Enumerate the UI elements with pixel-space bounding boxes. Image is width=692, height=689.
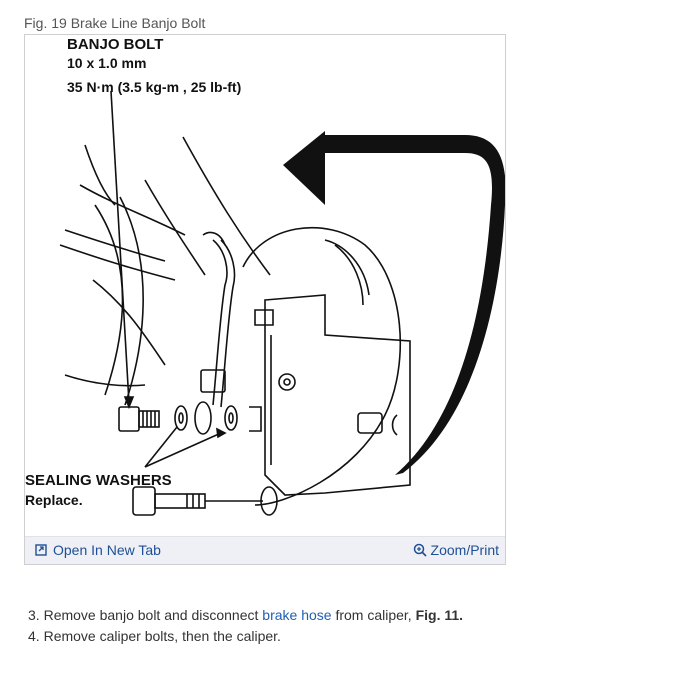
step-3: 3. Remove banjo bolt and disconnect brak… <box>28 605 463 626</box>
brake-hose-link[interactable]: brake hose <box>262 607 332 623</box>
open-in-new-tab-label: Open In New Tab <box>53 542 161 558</box>
step-text: from caliper, <box>335 607 412 623</box>
label-banjo-bolt: BANJO BOLT <box>67 36 163 53</box>
step-4: 4. Remove caliper bolts, then the calipe… <box>28 626 463 647</box>
figure-container: BANJO BOLT 10 x 1.0 mm 35 N·m (3.5 kg-m … <box>24 34 506 565</box>
figure-toolbar: Open In New Tab Zoom/Print <box>25 536 505 564</box>
brake-line-diagram[interactable]: BANJO BOLT 10 x 1.0 mm 35 N·m (3.5 kg-m … <box>25 35 505 537</box>
zoom-print-label: Zoom/Print <box>430 542 499 558</box>
line-art <box>59 90 411 516</box>
rotation-arrow <box>283 131 505 475</box>
figure-caption: Fig. 19 Brake Line Banjo Bolt <box>24 15 206 31</box>
open-in-new-tab-link[interactable]: Open In New Tab <box>35 542 161 558</box>
zoom-icon <box>413 543 427 557</box>
open-in-new-tab-icon <box>35 544 47 556</box>
step-number: 3. <box>28 607 40 623</box>
label-torque: 35 N·m (3.5 kg-m , 25 lb-ft) <box>67 79 241 95</box>
step-number: 4. <box>28 628 40 644</box>
figure-reference: Fig. 11. <box>415 607 464 623</box>
label-bolt-size: 10 x 1.0 mm <box>67 55 146 71</box>
zoom-print-link[interactable]: Zoom/Print <box>413 542 499 558</box>
step-text: Remove caliper bolts, then the caliper. <box>43 628 281 644</box>
label-replace: Replace. <box>25 492 83 508</box>
step-text: Remove banjo bolt and disconnect <box>43 607 259 623</box>
instruction-steps: 3. Remove banjo bolt and disconnect brak… <box>28 605 463 647</box>
label-sealing-washers: SEALING WASHERS <box>25 472 172 489</box>
